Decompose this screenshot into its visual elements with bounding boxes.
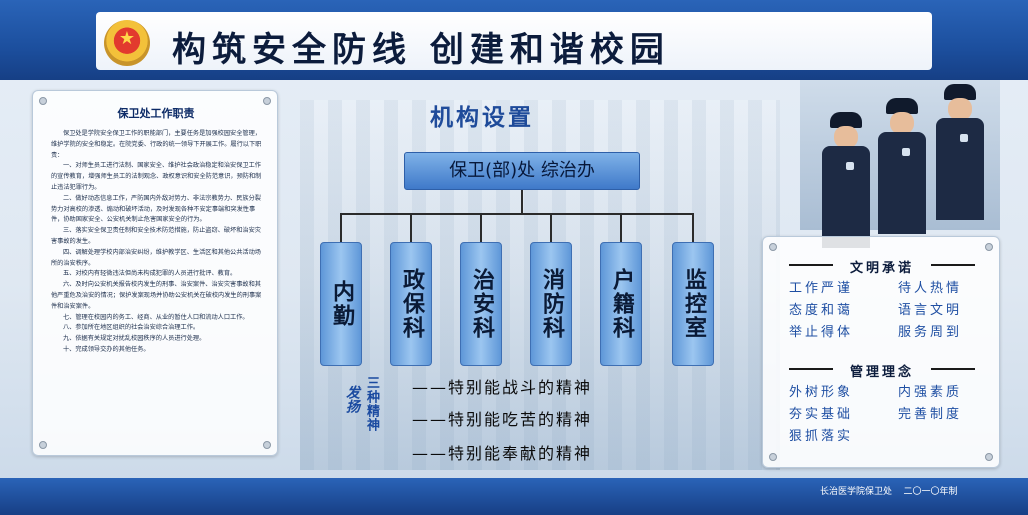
header-title-strip [96, 12, 932, 70]
civility-item: 举止得体 [789, 325, 854, 340]
screw-icon [263, 97, 271, 105]
spirit-verb: 发扬 [344, 385, 360, 413]
duties-paragraph: 一、对师生员工进行法制、国家安全、维护社会政治稳定和治安保卫工作的宣传教育，增强… [51, 162, 262, 191]
management-item: 完善制度 [898, 407, 963, 422]
org-connector [692, 213, 694, 242]
screw-icon [263, 441, 271, 449]
footer-year: 二〇一〇年制 [903, 487, 958, 497]
org-connector [550, 213, 552, 242]
duties-title: 保卫处工作职责 [117, 107, 195, 120]
duties-paragraph: 二、做好动态信息工作，严防国内外敌对势力、非法宗教势力、民族分裂势力对高校的渗透… [51, 194, 261, 224]
duties-paragraph: 七、管理在校园内的务工、经商、从业的暂住人口和流动人口工作。 [63, 313, 249, 321]
civility-item: 语言文明 [898, 303, 963, 318]
screw-icon [39, 441, 47, 449]
heading-rule [931, 368, 975, 370]
duties-paragraph: 五、对校内有轻微违法但尚未构成犯罪的人员进行批评、教育。 [63, 270, 237, 278]
heading-rule [789, 368, 833, 370]
police-emblem-icon: ★ [104, 20, 150, 66]
dept-box: 消防科 [530, 242, 572, 366]
spirit-line: ——特别能战斗的精神 [412, 378, 593, 397]
duties-paragraph: 六、及时向公安机关报告校内发生的刑事、治安案件、治安灾害事故和其他严重危及治安的… [51, 281, 262, 310]
duties-paragraph: 九、依据有关规定对扰乱校园秩序的人员进行处理。 [63, 335, 206, 343]
page-title: 构筑安全防线 创建和谐校园 [172, 30, 670, 70]
spirit-label: 三种精神 [364, 376, 379, 432]
civility-list: 工作严谨 待人热情 态度和蔼 语言文明 举止得体 服务周到 [789, 279, 989, 343]
duties-paragraph: 三、落实安全保卫责任制和安全技术防范措施，防止盗窃、破坏和治安灾害事故的发生。 [51, 227, 261, 245]
duties-paragraph: 保卫处是学院安全保卫工作的职能部门，主要任务是加强校园安全管理，维护学院的安全和… [51, 130, 262, 159]
civility-item: 工作严谨 [789, 281, 854, 296]
footer-credit: 长治医学院保卫处 二〇一〇年制 [820, 484, 957, 497]
org-connector [410, 213, 412, 242]
officer-figure [932, 84, 988, 230]
dept-box: 户籍科 [600, 242, 642, 366]
dept-box: 监控室 [672, 242, 714, 366]
footer-org: 长治医学院保卫处 [820, 487, 893, 497]
management-list: 外树形象 内强素质 夯实基础 完善制度 狠抓落实 [789, 383, 989, 447]
spirit-line: ——特别能奉献的精神 [412, 444, 593, 463]
screw-icon [769, 453, 777, 461]
org-top-box: 保卫(部)处 综治办 [404, 152, 640, 190]
officer-figure [874, 98, 930, 234]
management-title: 管理理念 [849, 365, 914, 380]
duties-paragraph: 四、调解处理学校内部治安纠纷，维护教学区、生活区和其他公共活动场所的治安秩序。 [51, 248, 261, 267]
org-connector [521, 190, 523, 214]
management-item: 内强素质 [898, 385, 963, 400]
org-connector [620, 213, 622, 242]
dept-box: 内勤 [320, 242, 362, 366]
org-chart-title: 机构设置 [430, 105, 534, 131]
civility-item: 态度和蔼 [789, 303, 854, 318]
spirit-line: ——特别能吃苦的精神 [412, 410, 593, 429]
duties-paragraph: 八、参加所在地区组织的社会治安综合治理工作。 [63, 324, 200, 332]
officer-figure [818, 112, 874, 248]
screw-icon [39, 97, 47, 105]
civility-item: 服务周到 [898, 325, 963, 340]
management-item: 外树形象 [789, 385, 854, 400]
civility-item: 待人热情 [898, 281, 963, 296]
footer-band [0, 478, 1028, 515]
heading-rule [931, 264, 975, 266]
dept-box: 政保科 [390, 242, 432, 366]
duties-panel: 保卫处工作职责 保卫处是学院安全保卫工作的职能部门，主要任务是加强校园安全管理，… [32, 90, 278, 456]
commitments-panel: 文明承诺 工作严谨 待人热情 态度和蔼 语言文明 举止得体 服务周到 管理理念 … [762, 236, 1000, 468]
org-connector [340, 213, 342, 242]
management-item: 狠抓落实 [789, 429, 854, 444]
org-connector [340, 213, 694, 215]
screw-icon [985, 243, 993, 251]
management-item: 夯实基础 [789, 407, 854, 422]
screw-icon [985, 453, 993, 461]
dept-box: 治安科 [460, 242, 502, 366]
screw-icon [769, 243, 777, 251]
officers-photo [800, 80, 1000, 248]
duties-paragraph: 十、完成领导交办的其他任务。 [63, 345, 150, 353]
heading-rule [789, 264, 833, 266]
org-connector [480, 213, 482, 242]
duties-body: 保卫处是学院安全保卫工作的职能部门，主要任务是加强校园安全管理，维护学院的安全和… [51, 129, 263, 356]
civility-title: 文明承诺 [849, 261, 914, 276]
